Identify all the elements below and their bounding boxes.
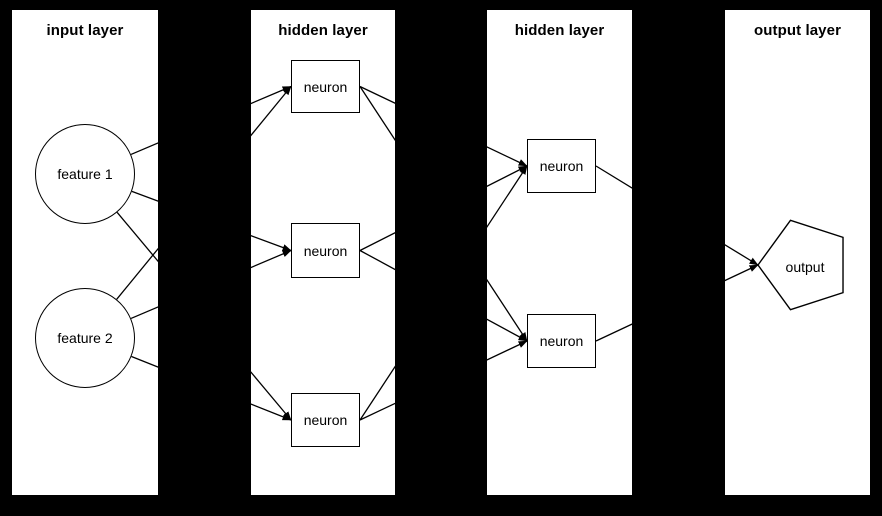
- hidden1-node-neuron-3[interactable]: neuron: [291, 393, 360, 447]
- panel-title-hidden-layer-2: hidden layer: [514, 22, 605, 39]
- hidden1-node-neuron-1[interactable]: neuron: [291, 60, 360, 113]
- panel-title-hidden-layer-1: hidden layer: [278, 22, 368, 39]
- input-node-feature-2-label: feature 2: [57, 330, 113, 346]
- panel-hidden-layer-2: hidden layer: [487, 10, 632, 495]
- hidden1-node-neuron-2-label: neuron: [303, 242, 348, 259]
- hidden1-node-neuron-3-label: neuron: [303, 412, 348, 428]
- output-node[interactable]: output: [755, 215, 855, 315]
- input-node-feature-2[interactable]: feature 2: [35, 288, 135, 388]
- panel-input-layer: input layer: [12, 10, 158, 495]
- panel-title-input-layer: input layer: [46, 22, 124, 39]
- pentagon-icon: [757, 219, 844, 311]
- input-node-feature-1-label: feature 1: [57, 166, 113, 182]
- hidden2-node-neuron-2-label: neuron: [539, 333, 584, 349]
- hidden2-node-neuron-1[interactable]: neuron: [527, 139, 596, 193]
- hidden1-node-neuron-2[interactable]: neuron: [291, 223, 360, 278]
- hidden2-node-neuron-2[interactable]: neuron: [527, 314, 596, 368]
- input-node-feature-1[interactable]: feature 1: [35, 124, 135, 224]
- hidden1-node-neuron-1-label: neuron: [303, 78, 348, 95]
- panel-title-output-layer: output layer: [753, 22, 842, 39]
- hidden2-node-neuron-1-label: neuron: [539, 158, 584, 174]
